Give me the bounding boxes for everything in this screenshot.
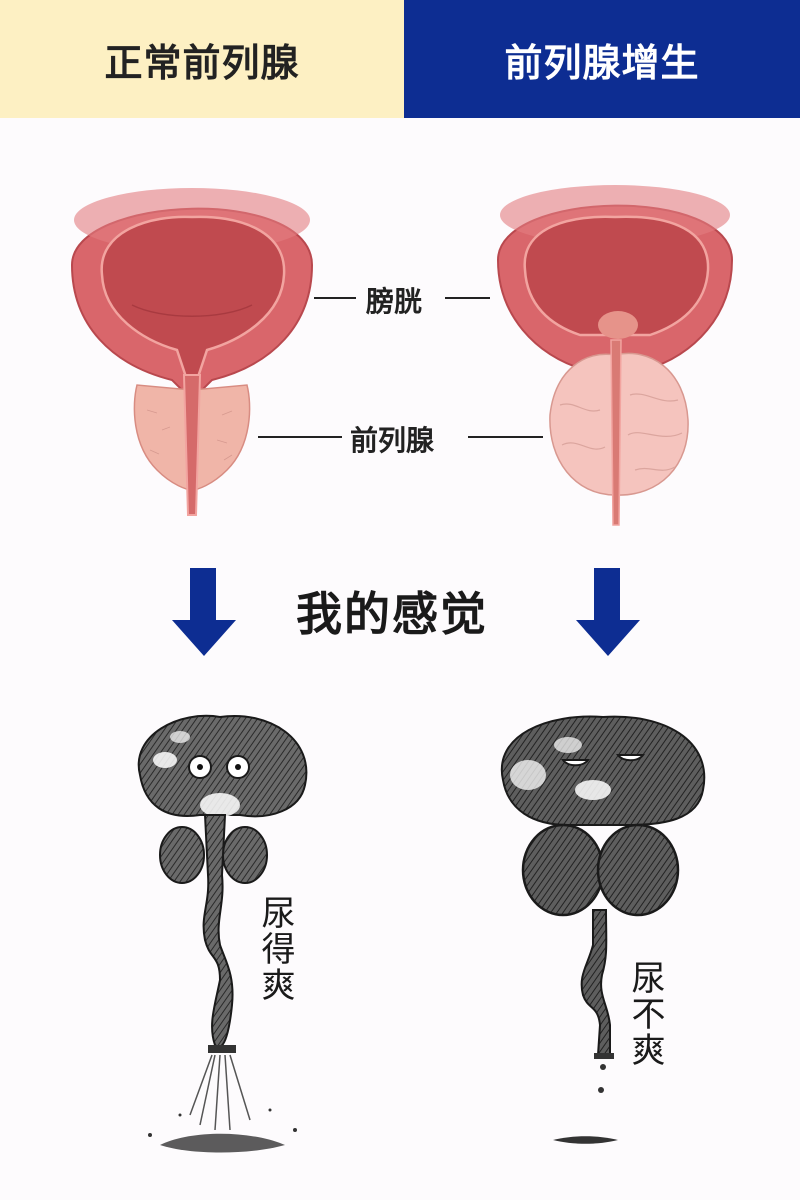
my-feeling-title: 我的感觉 — [296, 587, 488, 641]
enlarged-prostate-illustration — [496, 185, 734, 526]
prostate-label: 前列腺 — [350, 424, 435, 457]
down-arrow-right-icon — [576, 568, 640, 656]
header-normal-prostate: 正常前列腺 — [0, 0, 404, 118]
happy-prostate-cartoon — [137, 714, 308, 1153]
prostate-leader-right — [468, 436, 543, 438]
header-enlarged-prostate: 前列腺增生 — [404, 0, 800, 118]
prostate-leader-left — [258, 436, 342, 438]
bladder-label: 膀胱 — [366, 285, 423, 318]
normal-prostate-illustration — [70, 188, 314, 516]
header: 正常前列腺 前列腺增生 — [0, 0, 800, 118]
caption-good-flow: 尿得爽 — [255, 895, 295, 1003]
bladder-leader-left — [314, 297, 356, 299]
sad-prostate-cartoon — [500, 715, 706, 1144]
caption-poor-flow: 尿不爽 — [625, 960, 665, 1068]
down-arrow-left-icon — [172, 568, 236, 656]
bladder-leader-right — [445, 297, 490, 299]
